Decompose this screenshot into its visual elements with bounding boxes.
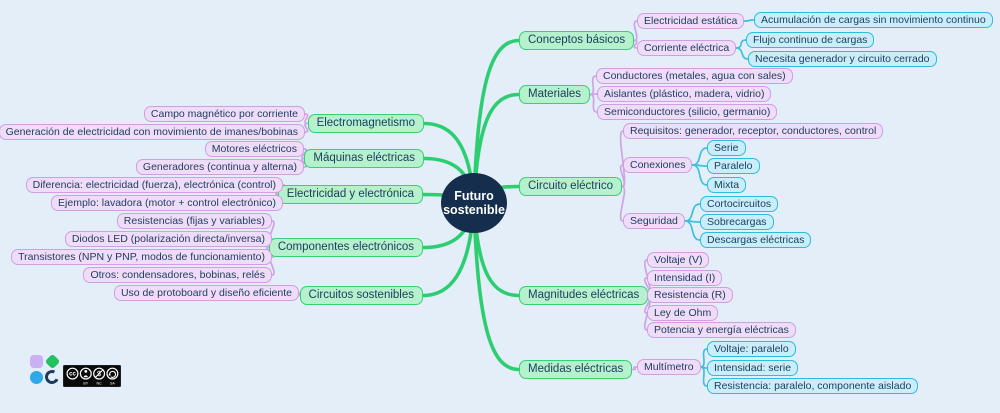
logo-c-icon bbox=[43, 368, 61, 386]
node-ejemplo-lavadora[interactable]: Ejemplo: lavadora (motor + control elect… bbox=[51, 195, 283, 211]
node-sobrecargas[interactable]: Sobrecargas bbox=[700, 214, 774, 230]
attribution-by-icon bbox=[79, 367, 92, 380]
node-componentes-electronicos[interactable]: Componentes electrónicos bbox=[268, 238, 423, 257]
non-commercial-icon: $ bbox=[93, 367, 106, 380]
node-seguridad[interactable]: Seguridad bbox=[623, 213, 685, 229]
connector-line bbox=[589, 93, 598, 113]
connector-line bbox=[589, 75, 597, 96]
connector-line bbox=[691, 147, 708, 166]
node-uso-protoboard[interactable]: Uso de protoboard y diseño eficiente bbox=[113, 285, 299, 301]
node-potencia-energia[interactable]: Potencia y energía eléctricas bbox=[647, 322, 796, 338]
logo-square-icon bbox=[30, 355, 43, 368]
connector-line bbox=[633, 39, 638, 49]
node-otros-componentes[interactable]: Otros: condensadores, bobinas, relés bbox=[83, 267, 272, 283]
node-transistores[interactable]: Transistores (NPN y PNP, modos de funcio… bbox=[11, 249, 272, 265]
logo-circle-icon bbox=[30, 371, 43, 384]
node-resistencia-r[interactable]: Resistencia (R) bbox=[647, 287, 733, 303]
cc-license-badge[interactable]: cc $ BY NC SA bbox=[63, 365, 121, 387]
node-intensidad-serie[interactable]: Intensidad: serie bbox=[707, 360, 799, 376]
node-campo-magnetico[interactable]: Campo magnético por corriente bbox=[143, 106, 305, 122]
central-topic[interactable]: Futuro sostenible bbox=[441, 173, 507, 233]
connector-line bbox=[304, 122, 309, 133]
node-circuito-electrico[interactable]: Circuito eléctrico bbox=[519, 177, 622, 196]
node-intensidad-i[interactable]: Intensidad (I) bbox=[647, 270, 723, 286]
connector-line bbox=[743, 19, 755, 22]
connector-line bbox=[691, 164, 708, 186]
mindomo-logo bbox=[30, 353, 62, 388]
node-generadores[interactable]: Generadores (continua y alterna) bbox=[135, 159, 304, 175]
connector-line bbox=[735, 47, 749, 60]
node-requisitos[interactable]: Requisitos: generador, receptor, conduct… bbox=[623, 123, 884, 139]
connector-line bbox=[631, 366, 638, 371]
license-nc-label: NC bbox=[96, 382, 102, 386]
node-acumulacion-cargas[interactable]: Acumulación de cargas sin movimiento con… bbox=[754, 12, 993, 28]
connector-line bbox=[684, 203, 701, 222]
node-paralelo[interactable]: Paralelo bbox=[707, 158, 760, 174]
node-conceptos-basicos[interactable]: Conceptos básicos bbox=[519, 31, 635, 50]
connector-line bbox=[735, 39, 747, 49]
node-cortocircuitos[interactable]: Cortocircuitos bbox=[700, 196, 779, 212]
node-medidas-electricas[interactable]: Medidas eléctricas bbox=[519, 360, 633, 379]
connector-line bbox=[619, 185, 626, 222]
connector-line bbox=[472, 201, 521, 372]
node-generacion-electricidad[interactable]: Generación de electricidad con movimient… bbox=[0, 124, 305, 140]
node-circuitos-sostenibles[interactable]: Circuitos sostenibles bbox=[299, 286, 423, 305]
node-voltaje-paralelo[interactable]: Voltaje: paralelo bbox=[707, 341, 796, 357]
node-diodos-led[interactable]: Diodos LED (polarización directa/inversa… bbox=[64, 231, 272, 247]
svg-text:cc: cc bbox=[69, 372, 76, 378]
node-mixta[interactable]: Mixta bbox=[707, 177, 747, 193]
node-corriente-electrica[interactable]: Corriente eléctrica bbox=[637, 40, 737, 56]
node-conexiones[interactable]: Conexiones bbox=[623, 157, 693, 173]
cc-icon: cc bbox=[66, 367, 79, 380]
node-flujo-continuo[interactable]: Flujo continuo de cargas bbox=[746, 32, 875, 48]
node-motores-electricos[interactable]: Motores eléctricos bbox=[204, 141, 304, 157]
node-necesita-generador[interactable]: Necesita generador y circuito cerrado bbox=[748, 51, 937, 67]
node-resistencia-paralelo[interactable]: Resistencia: paralelo, componente aislad… bbox=[707, 378, 919, 394]
node-voltaje-v[interactable]: Voltaje (V) bbox=[647, 252, 710, 268]
node-materiales[interactable]: Materiales bbox=[519, 85, 591, 104]
share-alike-icon bbox=[106, 367, 119, 380]
node-electricidad-electronica[interactable]: Electricidad y electrónica bbox=[277, 185, 423, 204]
node-electromagnetismo[interactable]: Electromagnetismo bbox=[307, 114, 424, 133]
node-resistencias[interactable]: Resistencias (fijas y variables) bbox=[116, 213, 272, 229]
logo-diamond-icon bbox=[44, 353, 61, 370]
node-ley-de-ohm[interactable]: Ley de Ohm bbox=[647, 305, 719, 321]
connector-line bbox=[699, 366, 708, 387]
node-aislantes[interactable]: Aislantes (plástico, madera, vidrio) bbox=[597, 86, 772, 102]
node-maquinas-electricas[interactable]: Máquinas eléctricas bbox=[304, 149, 424, 168]
connector-line bbox=[301, 157, 308, 168]
node-diferencia[interactable]: Diferencia: electricidad (fuerza), elect… bbox=[25, 177, 283, 193]
node-multimetro[interactable]: Multímetro bbox=[637, 359, 701, 375]
node-serie[interactable]: Serie bbox=[707, 140, 746, 156]
license-sa-label: SA bbox=[110, 382, 115, 386]
node-electricidad-estatica[interactable]: Electricidad estática bbox=[637, 13, 745, 29]
node-conductores[interactable]: Conductores (metales, agua con sales) bbox=[596, 68, 793, 84]
node-semiconductores[interactable]: Semiconductores (silicio, germanio) bbox=[597, 104, 778, 120]
connector-line bbox=[619, 164, 626, 188]
connector-line bbox=[699, 348, 708, 368]
license-by-label: BY bbox=[83, 382, 88, 386]
node-magnitudes-electricas[interactable]: Magnitudes eléctricas bbox=[519, 286, 649, 305]
connector-line bbox=[684, 220, 701, 241]
node-descargas-electricas[interactable]: Descargas eléctricas bbox=[700, 232, 812, 248]
